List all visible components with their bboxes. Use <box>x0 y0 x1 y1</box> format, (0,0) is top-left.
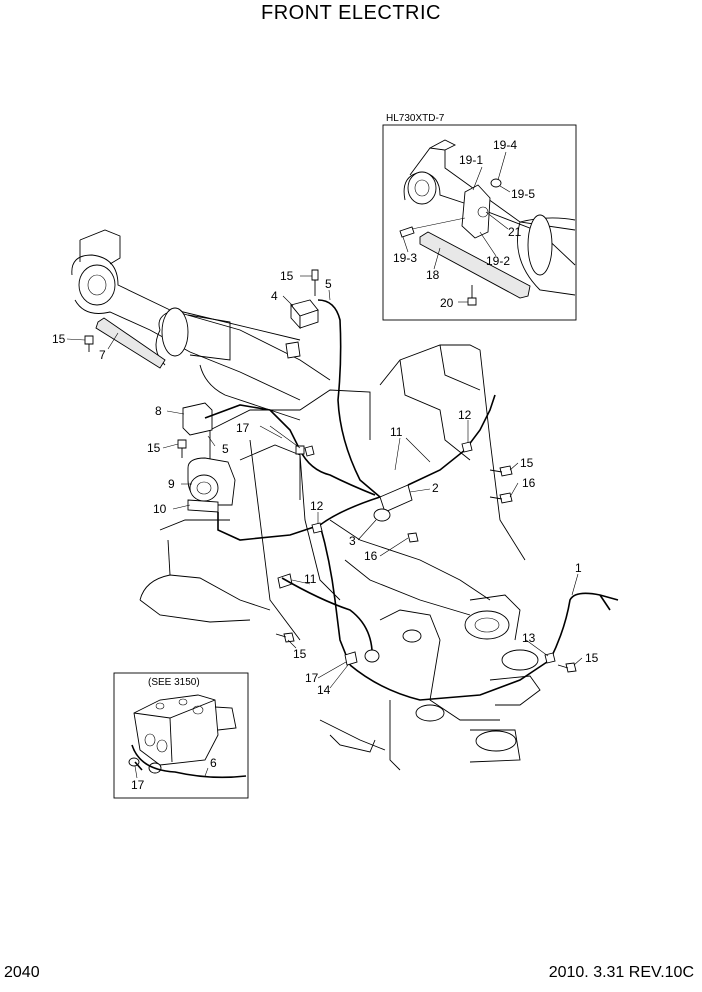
callout-17: 17 <box>131 778 145 792</box>
callout-15: 15 <box>520 456 534 470</box>
callout-17: 17 <box>305 671 319 685</box>
callout-15: 15 <box>280 269 294 283</box>
callout-20: 20 <box>440 296 454 310</box>
callout-7: 7 <box>99 348 106 362</box>
front-frame-drawing: 15 5 4 15 7 8 17 15 5 9 10 12 11 2 15 16… <box>52 229 619 771</box>
callout-12: 12 <box>458 408 472 422</box>
valve-reference-caption: (SEE 3150) <box>148 677 200 688</box>
callout-15: 15 <box>585 651 599 665</box>
model-variant-inset: HL730XTD-7 19-1 19-4 19-5 21 <box>382 113 577 321</box>
callout-19-5: 19-5 <box>511 187 535 201</box>
valve-reference-inset: (SEE 3150) 6 17 <box>113 672 249 799</box>
revision-stamp: 2010. 3.31 REV.10C <box>548 964 694 981</box>
callout-15: 15 <box>52 332 66 346</box>
callout-19-3: 19-3 <box>393 251 417 265</box>
callout-10: 10 <box>153 502 167 516</box>
callout-19-2: 19-2 <box>486 254 510 268</box>
callout-13: 13 <box>522 631 536 645</box>
callout-15: 15 <box>147 441 161 455</box>
callout-11: 11 <box>390 425 403 439</box>
callout-14: 14 <box>317 683 331 697</box>
callout-5: 5 <box>222 442 229 456</box>
model-variant-caption: HL730XTD-7 <box>386 113 445 124</box>
page-number: 2040 <box>4 964 40 981</box>
callout-8: 8 <box>155 404 162 418</box>
callout-12: 12 <box>310 499 324 513</box>
callout-17: 17 <box>236 421 250 435</box>
callout-16: 16 <box>522 476 536 490</box>
callout-16: 16 <box>364 549 378 563</box>
callout-3: 3 <box>349 534 356 548</box>
callout-6: 6 <box>210 756 217 770</box>
callout-2: 2 <box>432 481 439 495</box>
callout-21: 21 <box>508 225 522 239</box>
callout-19-4: 19-4 <box>493 138 517 152</box>
callout-19-1: 19-1 <box>459 153 483 167</box>
callout-1: 1 <box>575 561 582 575</box>
callout-15: 15 <box>293 647 307 661</box>
callout-4: 4 <box>271 289 278 303</box>
callout-9: 9 <box>168 477 175 491</box>
page-title: FRONT ELECTRIC <box>261 2 441 24</box>
callout-18: 18 <box>426 268 440 282</box>
callout-5: 5 <box>325 277 332 291</box>
callout-11: 11 <box>304 572 317 586</box>
